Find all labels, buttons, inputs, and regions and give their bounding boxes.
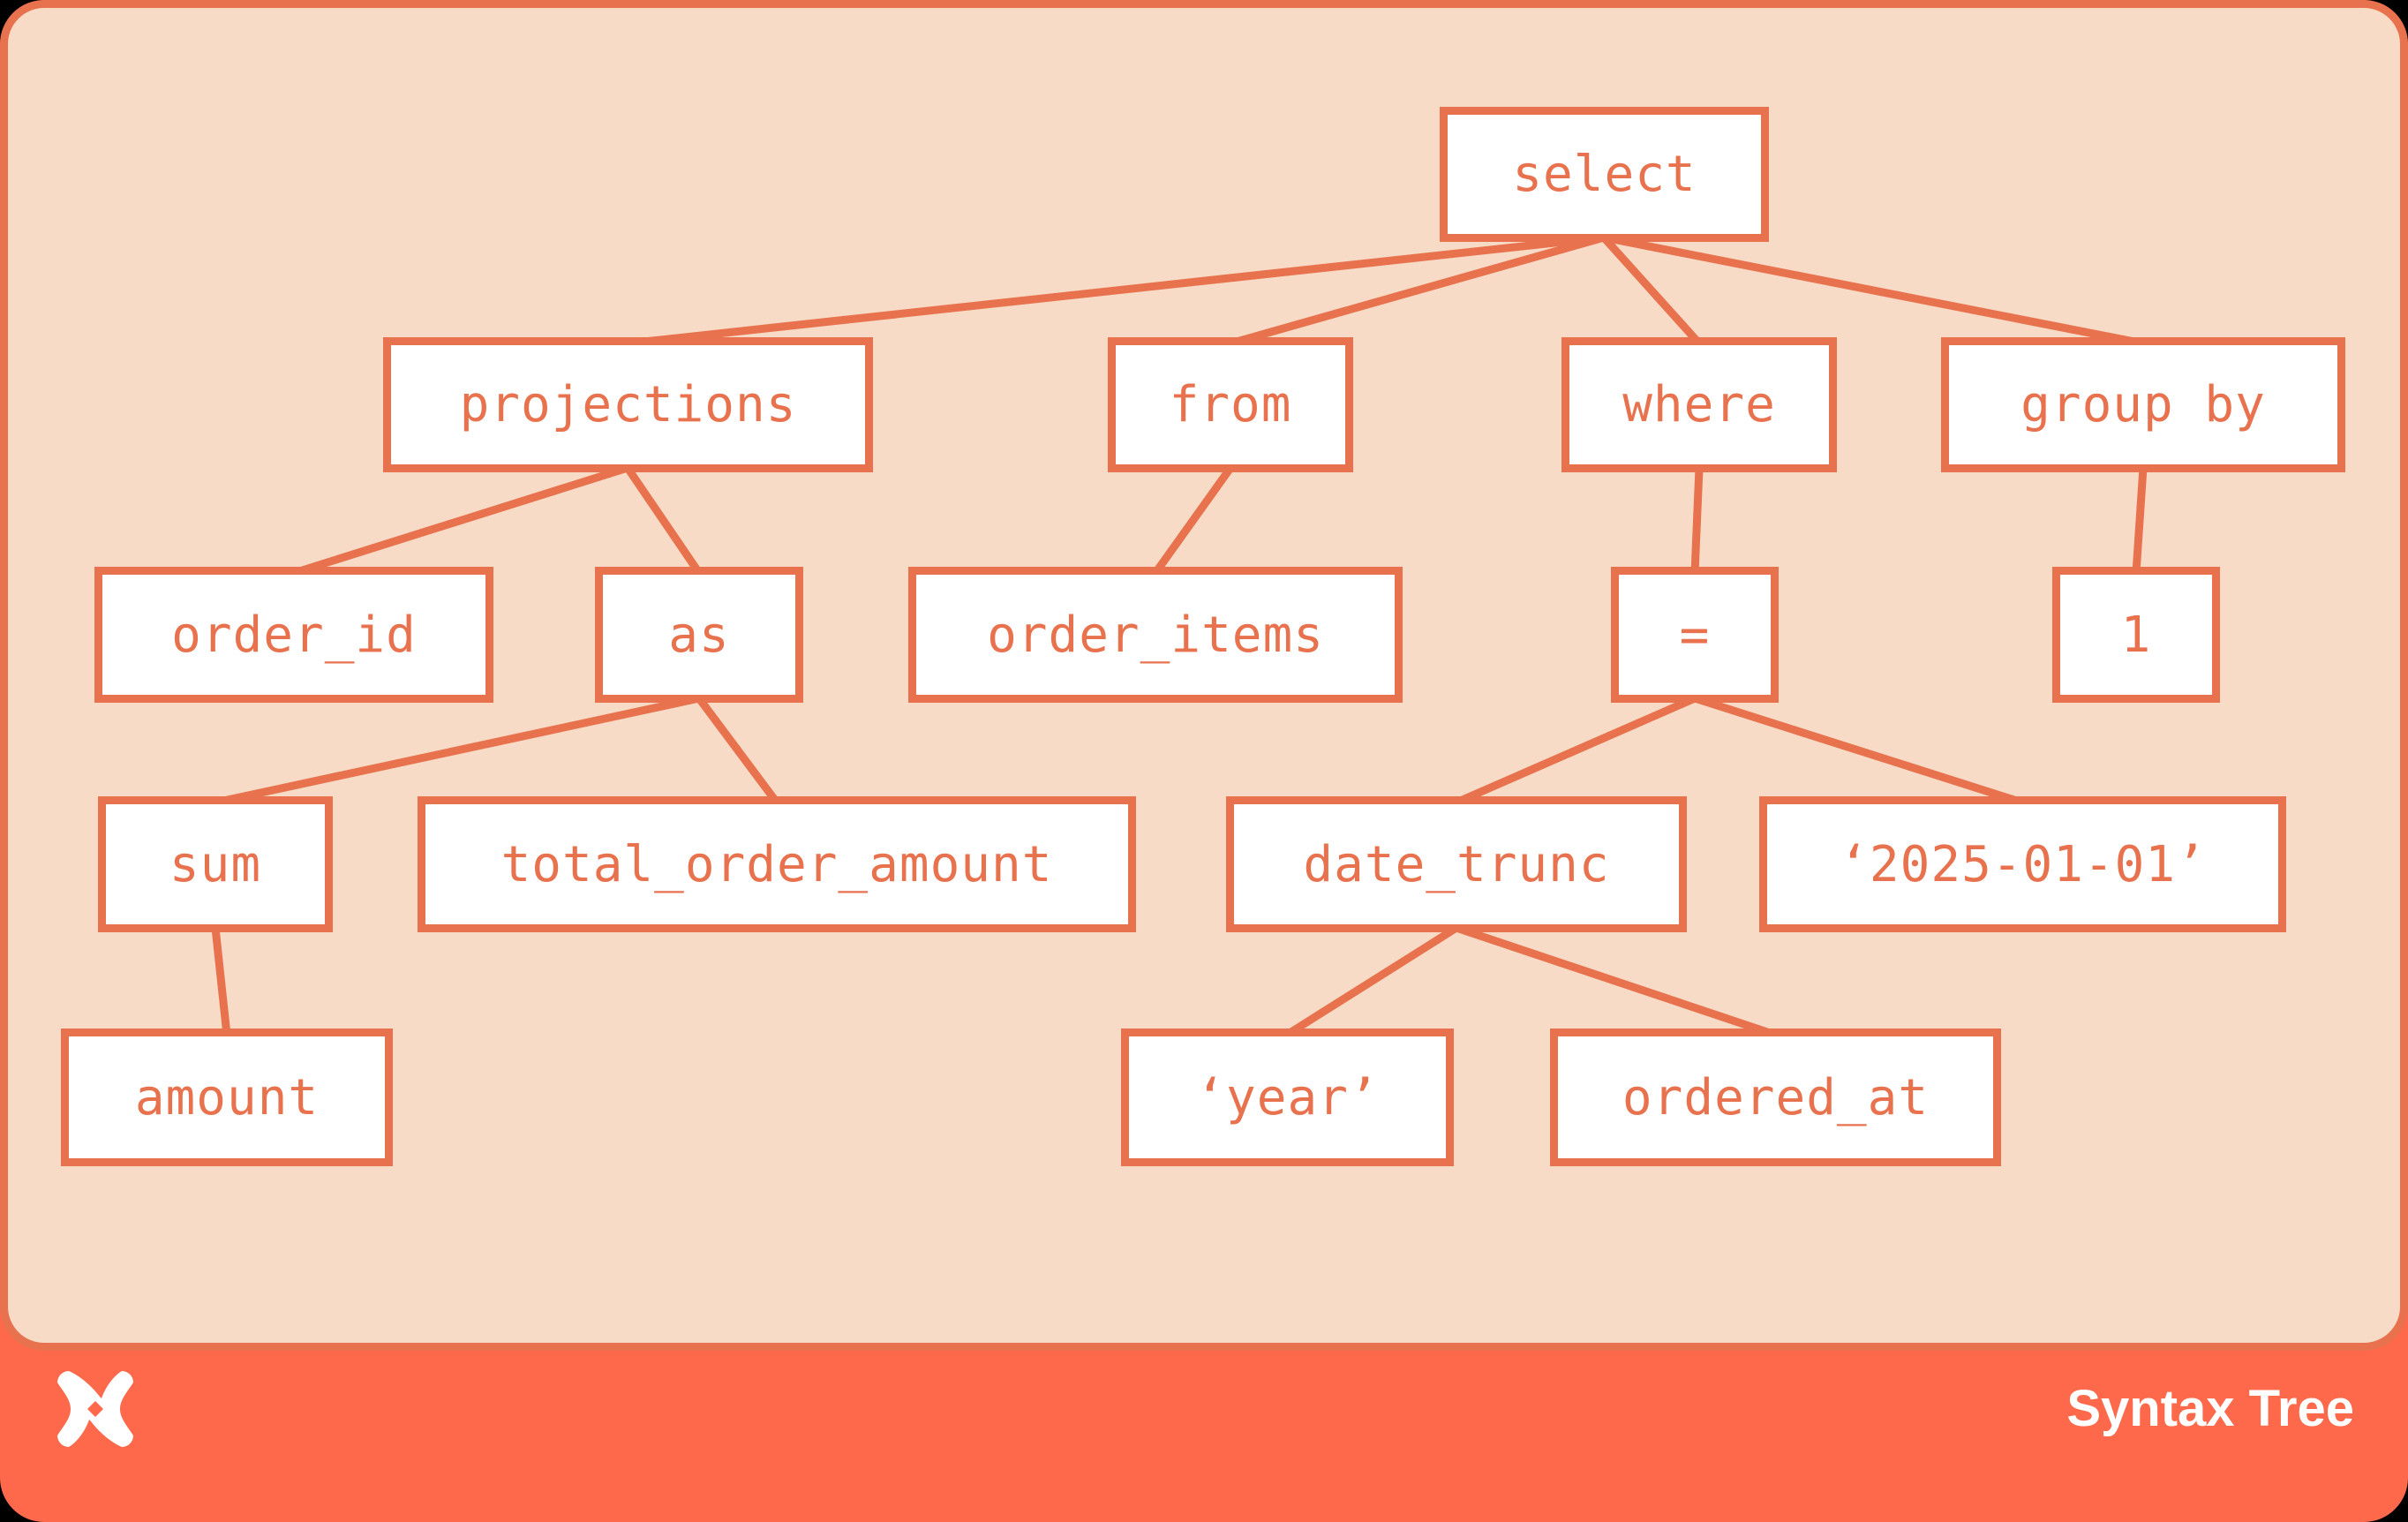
edge-date-trunc-year-literal — [1284, 924, 1459, 1038]
node-order-id: order_id — [94, 567, 493, 703]
footer-title: Syntax Tree — [2066, 1380, 2354, 1437]
edge-where-equals — [1690, 467, 1704, 574]
edge-projections-order-id — [292, 463, 629, 577]
edge-select-projections — [627, 233, 1605, 348]
edge-select-from — [1229, 233, 1606, 348]
node-amount: amount — [61, 1028, 393, 1166]
node-from: from — [1108, 337, 1353, 472]
node-group-by: group by — [1941, 337, 2345, 472]
node-projections: projections — [383, 337, 873, 472]
edge-as-sum — [214, 694, 700, 807]
node-total-order-amount: total_order_amount — [418, 796, 1136, 932]
tree-edges — [211, 233, 2148, 1039]
edge-sum-amount — [211, 927, 231, 1036]
node-date-literal: ‘2025-01-01’ — [1759, 796, 2286, 932]
edge-from-order-items — [1152, 465, 1234, 576]
edge-select-where — [1600, 234, 1703, 347]
edge-date-trunc-ordered-at — [1455, 923, 1777, 1039]
edge-select-group-by — [1603, 233, 2144, 348]
node-equals: = — [1611, 567, 1779, 703]
node-ordered-at: ordered_at — [1550, 1028, 2001, 1166]
node-where: where — [1561, 337, 1837, 472]
node-order-items: order_items — [908, 567, 1403, 703]
edge-as-total-order-amount — [696, 696, 780, 805]
node-select: select — [1440, 107, 1769, 242]
node-as: as — [595, 567, 803, 703]
edge-projections-as — [624, 465, 703, 576]
footer-bar: Syntax Tree — [0, 1350, 2408, 1522]
node-year-literal: ‘year’ — [1121, 1028, 1454, 1166]
diagram-canvas: select projections from where group by o… — [0, 0, 2408, 1351]
edge-group-by-one — [2132, 467, 2148, 574]
dbt-logo-icon — [57, 1371, 133, 1447]
edge-equals-date-literal — [1693, 694, 2024, 807]
node-one: 1 — [2052, 567, 2220, 703]
edge-equals-date-trunc — [1455, 694, 1697, 807]
node-date-trunc: date_trunc — [1226, 796, 1687, 932]
node-sum: sum — [98, 796, 333, 932]
